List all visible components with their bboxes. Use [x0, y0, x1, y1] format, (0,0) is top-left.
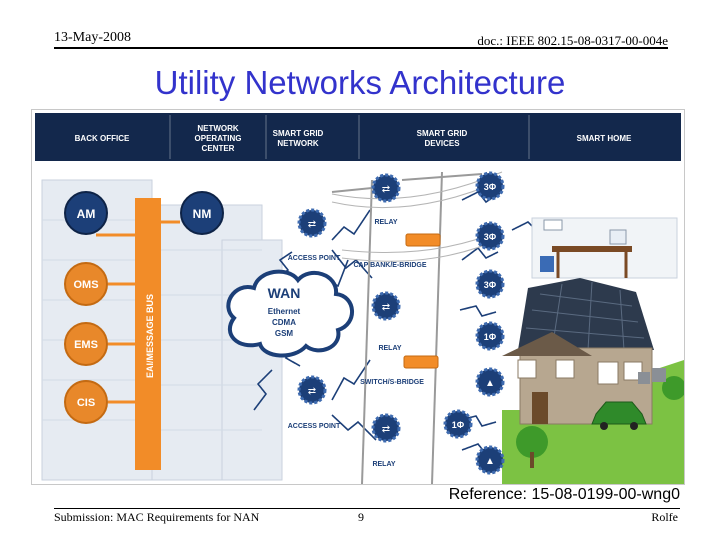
node-nm: NM — [180, 191, 224, 235]
node-oms: OMS — [64, 262, 108, 306]
node-ems-label: EMS — [74, 339, 98, 351]
meter-2: 3Φ — [475, 221, 505, 251]
meter-3-label: 3Φ — [484, 280, 497, 290]
cap-bank-device — [405, 233, 441, 247]
wireless-links — [253, 190, 553, 455]
architecture-diagram: BACK OFFICE NETWORK OPERATING CENTER SMA… — [31, 109, 686, 485]
relay-3-icon: ⇄ — [382, 424, 390, 435]
bus-label: EAI/MESSAGE BUS — [145, 294, 155, 378]
wan-item-ethernet: Ethernet — [268, 307, 301, 316]
header-dividers — [169, 115, 530, 159]
meter-4-label: 1Φ — [484, 332, 497, 342]
solar-panel-grid — [525, 281, 645, 351]
meter-6-label: 1Φ — [452, 420, 465, 430]
device-label-cap-bank: CAP BANK/E-BRIDGE — [354, 262, 427, 269]
hvac-units — [638, 368, 666, 384]
wan-title: WAN — [268, 285, 301, 301]
node-oms-label: OMS — [73, 279, 98, 291]
meter-1-label: 3Φ — [484, 182, 497, 192]
column-noc-line2: OPERATING — [195, 134, 242, 143]
meter-4: 1Φ — [475, 321, 505, 351]
eai-message-bus — [135, 198, 161, 470]
device-label-relay-3: RELAY — [372, 461, 395, 468]
meter-2-label: 3Φ — [484, 232, 497, 242]
access-point-2-label: ACCESS POINT — [288, 423, 341, 430]
header-doc-id: doc.: IEEE 802.15-08-0317-00-004e — [477, 33, 668, 48]
meter-6: 1Φ — [443, 409, 473, 439]
meter-3: 3Φ — [475, 269, 505, 299]
switch-bridge-device — [403, 355, 439, 369]
column-devices-line1: SMART GRID — [417, 129, 468, 138]
footer-rule — [54, 508, 680, 509]
node-cis-label: CIS — [77, 397, 95, 409]
node-nm-label: NM — [193, 207, 212, 221]
access-point-2-icon: ⇄ — [308, 386, 316, 397]
relay-1-icon: ⇄ — [382, 184, 390, 195]
meter-7-icon: ▲ — [485, 456, 495, 467]
node-ems: EMS — [64, 322, 108, 366]
relay-3: ⇄ — [371, 413, 401, 443]
column-smart-home: SMART HOME — [577, 134, 632, 143]
column-network-line1: SMART GRID — [273, 129, 324, 138]
header-rule — [54, 47, 668, 49]
trees — [516, 376, 686, 468]
relay-2: ⇄ — [371, 291, 401, 321]
wan-cloud: WAN Ethernet CDMA GSM — [226, 269, 354, 358]
footer-author: Rolfe — [651, 510, 678, 524]
device-label-relay-1: RELAY — [374, 219, 397, 226]
slide-title: Utility Networks Architecture — [154, 64, 566, 101]
relay-2-icon: ⇄ — [382, 302, 390, 313]
wan-item-gsm: GSM — [275, 329, 294, 338]
reference-text: Reference: 15-08-0199-00-wng0 — [448, 486, 680, 503]
architecture-diagram-svg: BACK OFFICE NETWORK OPERATING CENTER SMA… — [32, 110, 686, 485]
meter-1: 3Φ — [475, 171, 505, 201]
header-band — [35, 113, 681, 161]
device-label-relay-2: RELAY — [378, 345, 401, 352]
node-am-label: AM — [77, 207, 96, 221]
meter-5-icon: ▲ — [485, 378, 495, 389]
column-noc-line3: CENTER — [202, 144, 235, 153]
meter-5: ▲ — [475, 367, 505, 397]
column-devices-line2: DEVICES — [424, 139, 460, 148]
wan-item-cdma: CDMA — [272, 318, 296, 327]
footer-submission: Submission: MAC Requirements for NAN — [54, 510, 260, 524]
access-point-2: ⇄ — [297, 375, 327, 405]
access-point-1: ⇄ — [297, 208, 327, 238]
access-point-1-label: ACCESS POINT — [288, 255, 341, 262]
access-point-1-icon: ⇄ — [308, 219, 316, 230]
header-date: 13-May-2008 — [54, 30, 131, 45]
node-cis: CIS — [64, 380, 108, 424]
footer-page-number: 9 — [358, 510, 364, 524]
node-am: AM — [64, 191, 108, 235]
column-network-line2: NETWORK — [277, 139, 319, 148]
home-interior — [531, 217, 678, 279]
column-noc-line1: NETWORK — [197, 124, 239, 133]
column-back-office: BACK OFFICE — [75, 134, 130, 143]
car — [591, 401, 647, 430]
device-label-switch-bridge: SWITCH/S-BRIDGE — [360, 379, 424, 386]
relay-1: ⇄ — [371, 173, 401, 203]
meter-7: ▲ — [475, 445, 505, 475]
bus-connectors — [96, 220, 180, 404]
